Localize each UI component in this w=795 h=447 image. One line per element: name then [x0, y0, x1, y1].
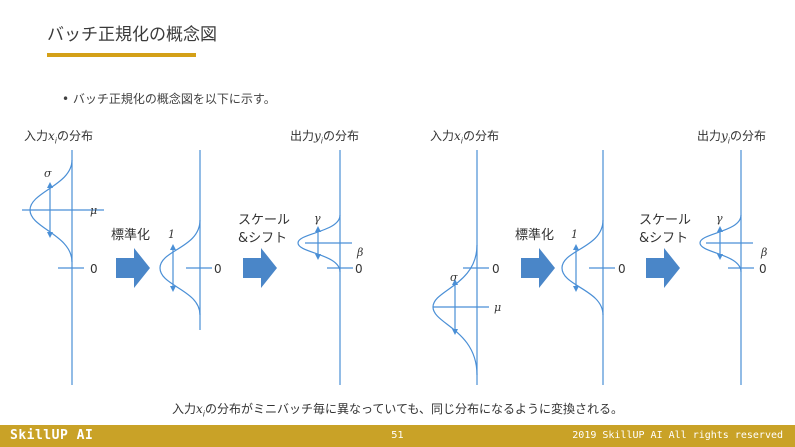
- slide-title: バッチ正規化の概念図: [47, 25, 217, 45]
- beta-label-1: β: [356, 246, 363, 259]
- input-dist-label-2: 入力xiの分布: [430, 129, 500, 146]
- output-dist-label-2: 出力yiの分布: [697, 129, 767, 146]
- standard-curve-2: [561, 219, 604, 316]
- page-number: 51: [391, 430, 404, 441]
- arrow-standardize-2: [521, 248, 555, 288]
- bullet-label: バッチ正規化の概念図を以下に示す。: [72, 92, 276, 106]
- sigma-label-1: σ: [44, 167, 52, 180]
- scale-label-2a: スケール: [639, 213, 692, 228]
- output-curve-2: [699, 214, 742, 273]
- gamma-label-1: γ: [314, 212, 321, 225]
- input-dist-label-1: 入力xiの分布: [24, 129, 94, 146]
- one-label-1: 1: [168, 228, 175, 241]
- zero-label-1: 0: [90, 262, 98, 276]
- sigma-label-2: σ: [450, 271, 458, 284]
- zero-label-4: 0: [492, 262, 500, 276]
- scale-label-2b: &シフト: [639, 231, 689, 246]
- standard-curve-1: [159, 219, 201, 316]
- gamma-label-2: γ: [716, 212, 723, 225]
- scale-label-1b: &シフト: [238, 231, 288, 246]
- bullet-text: • バッチ正規化の概念図を以下に示す。: [62, 92, 276, 106]
- one-label-2: 1: [571, 228, 578, 241]
- copyright: 2019 SkillUP AI All rights reserved: [572, 430, 783, 441]
- zero-label-6: 0: [759, 262, 767, 276]
- mu-label-1: μ: [90, 204, 97, 217]
- standardize-label-2: 標準化: [515, 228, 555, 243]
- mu-label-2: μ: [494, 301, 501, 314]
- beta-label-2: β: [760, 246, 767, 259]
- arrow-standardize-1: [116, 248, 150, 288]
- standardize-label-1: 標準化: [111, 228, 151, 243]
- arrow-scale-2: [646, 248, 680, 288]
- title-underline: [47, 53, 196, 57]
- arrow-scale-1: [243, 248, 277, 288]
- output-dist-label-1: 出力yiの分布: [290, 129, 360, 146]
- output-curve-1: [297, 214, 341, 273]
- brand-logo: SkillUP AI: [10, 428, 94, 443]
- zero-label-5: 0: [618, 262, 626, 276]
- zero-label-2: 0: [214, 262, 222, 276]
- zero-label-3: 0: [355, 262, 363, 276]
- scale-label-1a: スケール: [238, 213, 291, 228]
- caption: 入力xiの分布がミニバッチ毎に異なっていても、同じ分布になるように変換される。: [171, 402, 624, 419]
- footer-bar: SkillUP AI 51 2019 SkillUP AI All rights…: [0, 425, 795, 447]
